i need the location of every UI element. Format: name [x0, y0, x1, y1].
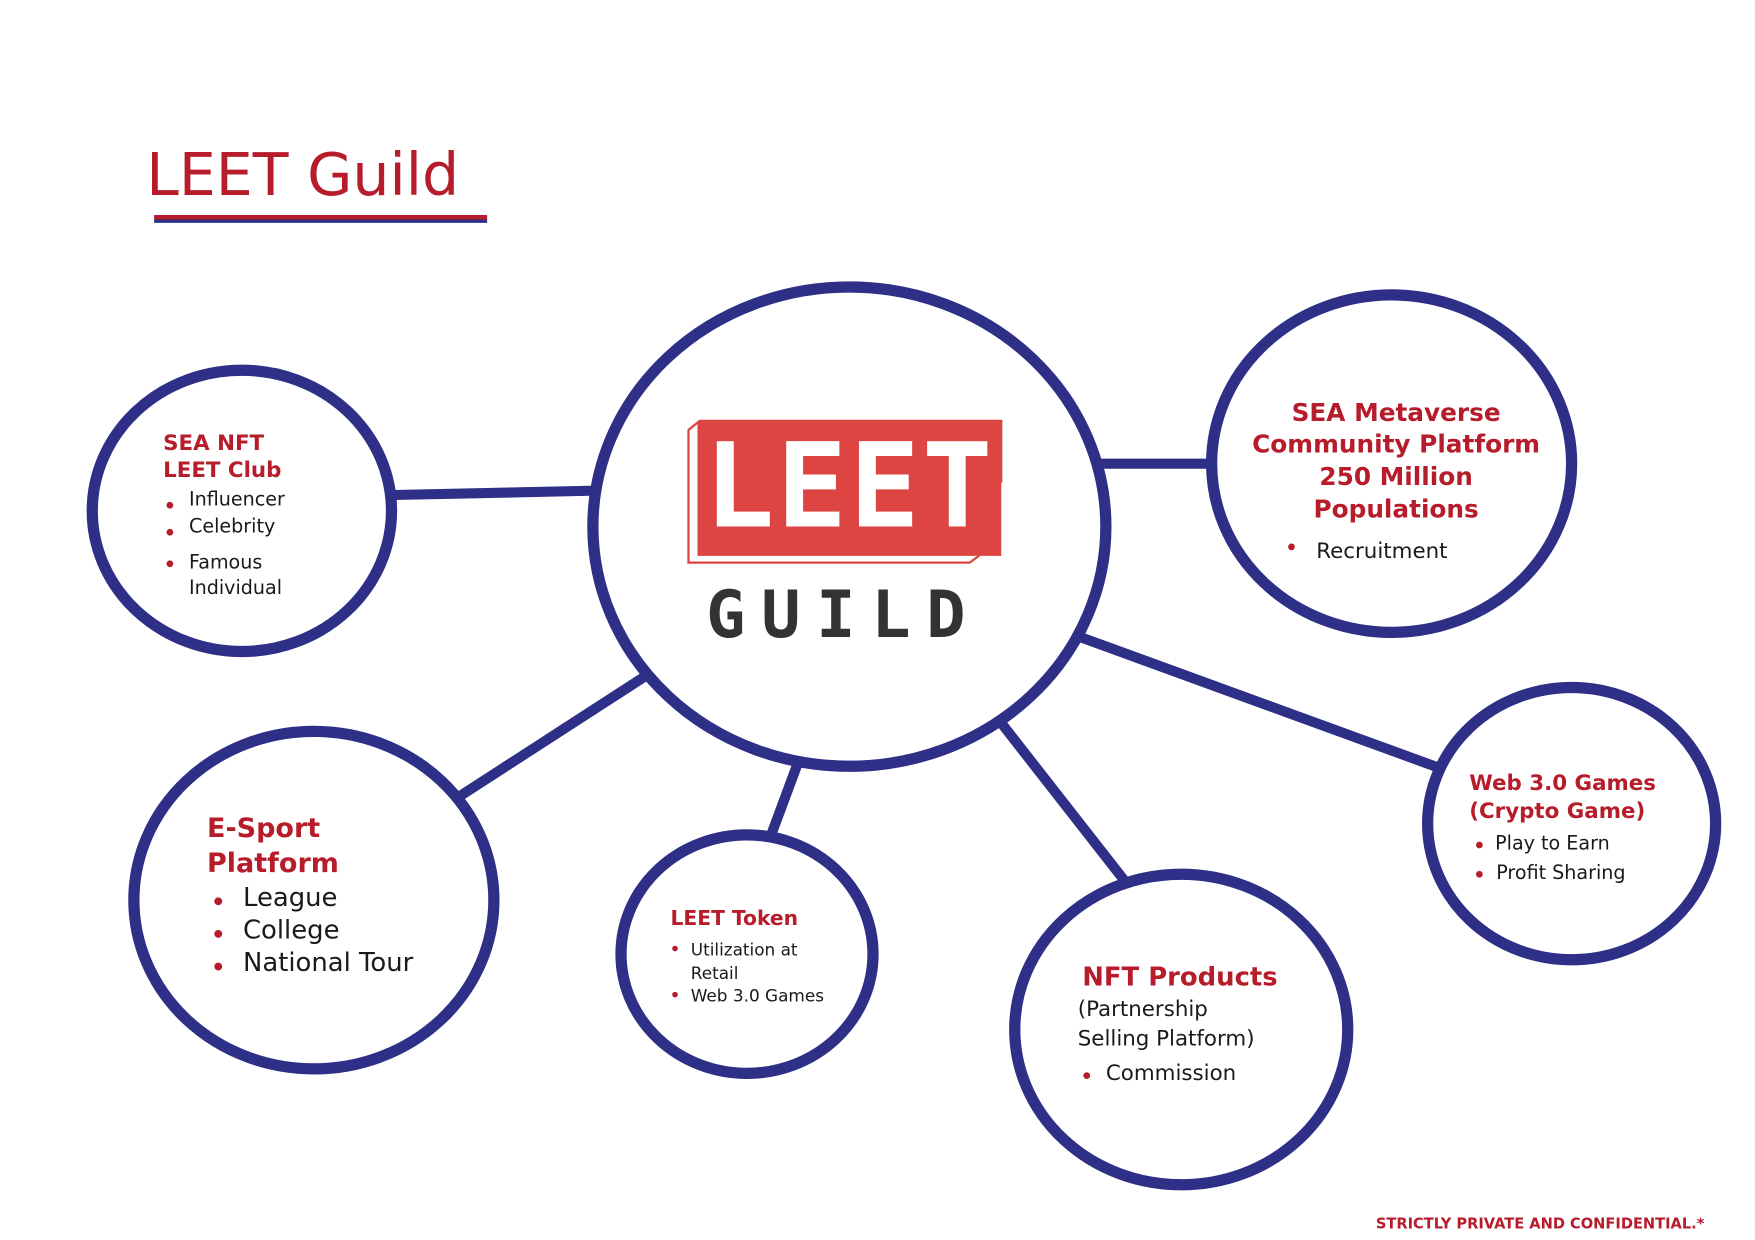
nft-club-circle [86, 364, 398, 658]
list-item: Utilization at [691, 939, 798, 959]
list-item: Influencer [189, 487, 285, 510]
title-underline-navy [154, 219, 488, 223]
bullet-icon [166, 501, 174, 509]
node-title: LEET Token [671, 906, 799, 930]
bullet-icon [214, 929, 223, 938]
connector-nft-club [388, 485, 597, 501]
list-item: Individual [189, 576, 282, 599]
node-title: Community Platform [1252, 429, 1540, 458]
connector-esport [452, 670, 650, 804]
page-title: LEET Guild [146, 141, 459, 209]
node-title: SEA NFT [163, 431, 264, 456]
title-underline-red [154, 215, 488, 220]
node-esport: E-Sport Platform League College National… [207, 813, 414, 978]
list-item: Web 3.0 Games [691, 985, 824, 1005]
node-nft-club: SEA NFT LEET Club Influencer Celebrity F… [163, 431, 285, 599]
list-item: Celebrity [189, 514, 275, 537]
list-item: College [243, 915, 339, 945]
bullet-icon [1476, 841, 1483, 849]
connector-web3 [1074, 630, 1440, 773]
list-item: League [243, 883, 337, 913]
metaverse-circle [1206, 289, 1578, 638]
bullet-icon [214, 897, 223, 906]
list-item: Recruitment [1316, 539, 1447, 564]
nft-products-circle [1009, 868, 1354, 1191]
connector-token [764, 758, 804, 842]
list-item: Retail [691, 963, 739, 983]
list-item: National Tour [243, 948, 414, 978]
node-title: 250 Million [1319, 462, 1472, 491]
bullet-icon [1476, 870, 1483, 878]
node-title: LEET Club [163, 458, 281, 483]
node-title: (Crypto Game) [1469, 799, 1645, 824]
node-metaverse: SEA Metaverse Community Platform 250 Mil… [1252, 398, 1540, 564]
connector-nft-products [995, 717, 1128, 883]
node-subtitle: Selling Platform) [1078, 1026, 1255, 1051]
bullet-icon [166, 560, 174, 568]
node-nft-products: NFT Products (Partnership Selling Platfo… [1078, 963, 1278, 1087]
node-title: Platform [207, 848, 339, 879]
bullet-icon [166, 528, 174, 536]
leet-guild-logo: LEET GUILD [687, 418, 1003, 653]
node-token: LEET Token Utilization at Retail Web 3.0… [671, 906, 825, 1005]
token-circle [615, 829, 879, 1079]
logo-leet-text: LEET [704, 418, 995, 555]
esport-circle [128, 725, 500, 1075]
bullet-icon [214, 962, 223, 971]
web3-circle [1422, 681, 1722, 966]
logo-guild-text: GUILD [706, 577, 981, 653]
confidential-footer: STRICTLY PRIVATE AND CONFIDENTIAL.* [1376, 1216, 1705, 1233]
bullet-icon [672, 991, 678, 998]
node-title: NFT Products [1082, 963, 1277, 993]
node-title: E-Sport [207, 813, 320, 844]
node-title: Web 3.0 Games [1469, 771, 1656, 796]
node-title: SEA Metaverse [1292, 398, 1501, 427]
list-item: Commission [1106, 1061, 1236, 1086]
bullet-icon [1288, 543, 1295, 551]
list-item: Profit Sharing [1496, 861, 1625, 884]
list-item: Famous [189, 550, 262, 573]
list-item: Play to Earn [1495, 832, 1610, 855]
connectors [388, 458, 1440, 883]
bullet-icon [1083, 1072, 1091, 1079]
node-web3: Web 3.0 Games (Crypto Game) Play to Earn… [1469, 771, 1656, 884]
node-subtitle: (Partnership [1078, 997, 1208, 1022]
node-title: Populations [1313, 495, 1478, 524]
bullet-icon [672, 945, 678, 952]
